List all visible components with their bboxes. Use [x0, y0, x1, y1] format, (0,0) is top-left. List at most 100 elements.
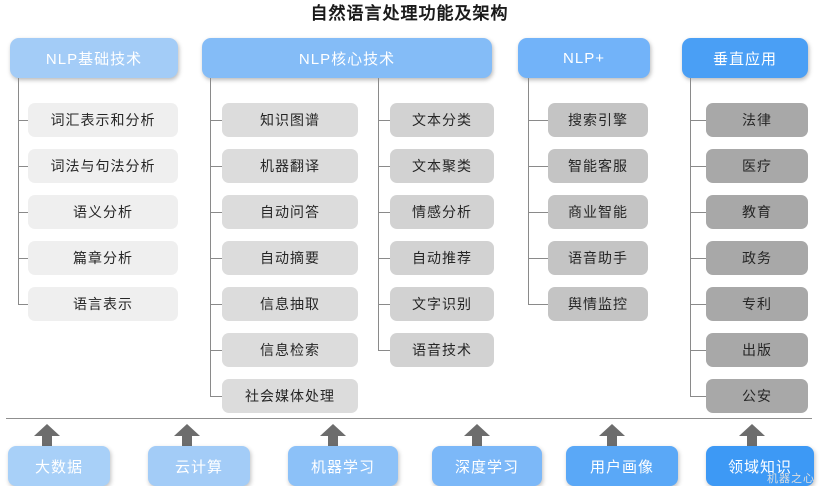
leaf-node[interactable]: 社会媒体处理 — [222, 379, 358, 413]
foundation-divider — [6, 418, 812, 419]
leaf-node-label: 公安 — [742, 388, 772, 404]
leaf-node[interactable]: 教育 — [706, 195, 808, 229]
foundation-pill-5[interactable]: 领域知识 — [706, 446, 814, 486]
foundation-pill-label: 机器学习 — [310, 458, 375, 476]
leaf-node[interactable]: 知识图谱 — [222, 103, 358, 137]
leaf-node-label: 出版 — [742, 342, 772, 358]
column-header-nlp-basic[interactable]: NLP基础技术 — [10, 38, 178, 78]
foundation-pill-label: 领域知识 — [727, 458, 792, 476]
connector-elbow — [18, 258, 28, 259]
connector-elbow — [528, 212, 548, 213]
up-arrow-icon — [599, 424, 625, 450]
leaf-node-label: 信息抽取 — [260, 296, 320, 312]
leaf-node-label: 智能客服 — [568, 158, 628, 174]
connector-spine-nlp-core-1 — [378, 78, 379, 350]
leaf-node[interactable]: 专利 — [706, 287, 808, 321]
watermark: 机器之心 — [767, 473, 815, 485]
foundation-pill-4[interactable]: 用户画像 — [566, 446, 678, 486]
connector-elbow — [690, 212, 706, 213]
up-arrow-icon — [320, 424, 346, 450]
leaf-node-label: 情感分析 — [412, 204, 472, 220]
leaf-node[interactable]: 商业智能 — [548, 195, 648, 229]
page-title: 自然语言处理功能及架构 — [310, 4, 509, 23]
leaf-node-label: 自动推荐 — [412, 250, 472, 266]
connector-elbow — [528, 120, 548, 121]
foundation-pill-label: 深度学习 — [454, 458, 519, 476]
connector-elbow — [690, 258, 706, 259]
leaf-node[interactable]: 舆情监控 — [548, 287, 648, 321]
foundation-pill-label: 用户画像 — [589, 458, 654, 476]
leaf-node[interactable]: 词法与句法分析 — [28, 149, 178, 183]
leaf-node[interactable]: 公安 — [706, 379, 808, 413]
leaf-node[interactable]: 信息检索 — [222, 333, 358, 367]
up-arrow-icon — [739, 424, 765, 450]
connector-elbow — [378, 350, 390, 351]
column-header-nlp-core[interactable]: NLP核心技术 — [202, 38, 492, 78]
column-header-vertical-apps[interactable]: 垂直应用 — [682, 38, 808, 78]
leaf-node[interactable]: 语音助手 — [548, 241, 648, 275]
leaf-node[interactable]: 篇章分析 — [28, 241, 178, 275]
connector-elbow — [210, 166, 222, 167]
leaf-node-label: 舆情监控 — [568, 296, 628, 312]
leaf-node-label: 文本分类 — [412, 112, 472, 128]
foundation-pill-0[interactable]: 大数据 — [8, 446, 110, 486]
connector-spine-nlp-plus-0 — [528, 78, 529, 304]
leaf-node-label: 文字识别 — [412, 296, 472, 312]
connector-elbow — [210, 396, 222, 397]
leaf-node[interactable]: 文字识别 — [390, 287, 494, 321]
connector-elbow — [528, 304, 548, 305]
leaf-node-label: 语音技术 — [412, 342, 472, 358]
leaf-node-label: 语义分析 — [73, 204, 133, 220]
leaf-node[interactable]: 信息抽取 — [222, 287, 358, 321]
leaf-node-label: 自动问答 — [260, 204, 320, 220]
leaf-node[interactable]: 自动问答 — [222, 195, 358, 229]
connector-elbow — [690, 396, 706, 397]
leaf-node[interactable]: 医疗 — [706, 149, 808, 183]
connector-elbow — [378, 120, 390, 121]
connector-elbow — [210, 212, 222, 213]
leaf-node-label: 知识图谱 — [260, 112, 320, 128]
connector-elbow — [18, 212, 28, 213]
leaf-node-label: 搜索引擎 — [568, 112, 628, 128]
connector-elbow — [210, 350, 222, 351]
leaf-node[interactable]: 自动推荐 — [390, 241, 494, 275]
leaf-node[interactable]: 法律 — [706, 103, 808, 137]
leaf-node[interactable]: 词汇表示和分析 — [28, 103, 178, 137]
leaf-node-label: 自动摘要 — [260, 250, 320, 266]
leaf-node[interactable]: 政务 — [706, 241, 808, 275]
connector-elbow — [690, 350, 706, 351]
leaf-node-label: 词法与句法分析 — [50, 158, 156, 174]
leaf-node[interactable]: 智能客服 — [548, 149, 648, 183]
leaf-node-label: 机器翻译 — [260, 158, 320, 174]
connector-elbow — [378, 166, 390, 167]
leaf-node[interactable]: 文本分类 — [390, 103, 494, 137]
foundation-pill-label: 云计算 — [174, 458, 223, 476]
connector-elbow — [690, 120, 706, 121]
connector-elbow — [690, 304, 706, 305]
leaf-node[interactable]: 文本聚类 — [390, 149, 494, 183]
leaf-node-label: 语言表示 — [73, 296, 133, 312]
leaf-node[interactable]: 情感分析 — [390, 195, 494, 229]
leaf-node[interactable]: 语言表示 — [28, 287, 178, 321]
column-header-nlp-plus[interactable]: NLP+ — [518, 38, 650, 78]
connector-elbow — [378, 304, 390, 305]
foundation-pill-3[interactable]: 深度学习 — [432, 446, 542, 486]
connector-elbow — [690, 166, 706, 167]
leaf-node[interactable]: 出版 — [706, 333, 808, 367]
leaf-node-label: 法律 — [742, 112, 772, 128]
leaf-node-label: 专利 — [742, 296, 772, 312]
leaf-node[interactable]: 机器翻译 — [222, 149, 358, 183]
leaf-node-label: 社会媒体处理 — [245, 388, 335, 404]
foundation-pill-1[interactable]: 云计算 — [148, 446, 250, 486]
connector-elbow — [378, 258, 390, 259]
foundation-pill-2[interactable]: 机器学习 — [288, 446, 398, 486]
connector-spine-nlp-basic-0 — [18, 78, 19, 304]
connector-elbow — [378, 212, 390, 213]
leaf-node[interactable]: 搜索引擎 — [548, 103, 648, 137]
leaf-node[interactable]: 自动摘要 — [222, 241, 358, 275]
leaf-node[interactable]: 语音技术 — [390, 333, 494, 367]
leaf-node-label: 语音助手 — [568, 250, 628, 266]
leaf-node[interactable]: 语义分析 — [28, 195, 178, 229]
column-header-label: NLP基础技术 — [45, 50, 143, 68]
